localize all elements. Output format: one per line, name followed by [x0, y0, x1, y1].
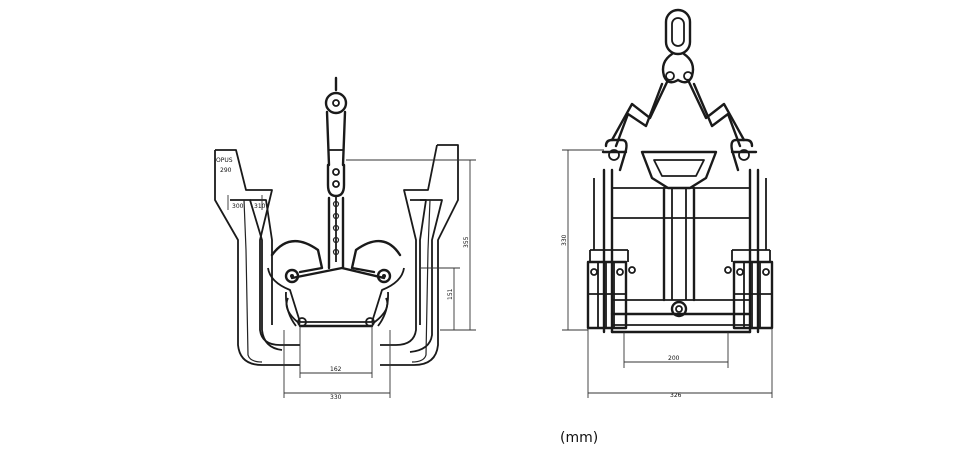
open-label-line2: 290 — [220, 167, 232, 174]
dim-inner-left: 162 — [330, 366, 342, 373]
dim-side-left: 151 — [447, 288, 454, 300]
left-jaw-assembly — [267, 240, 405, 328]
left-chain-link — [326, 163, 346, 270]
unit-label: (mm) — [560, 430, 598, 446]
right-frame-body — [593, 168, 767, 334]
right-master-link — [661, 8, 695, 84]
right-right-pad — [724, 249, 774, 330]
dim-inner-right: 200 — [668, 355, 680, 362]
dim-left-b: 310 — [254, 203, 266, 210]
right-arm-outlines — [380, 144, 459, 366]
right-shackles — [601, 138, 758, 172]
left-lifting-lug — [324, 76, 348, 167]
dim-height-left: 355 — [463, 236, 470, 248]
left-dimension-lines — [227, 159, 476, 398]
dim-bottom-right: 326 — [670, 392, 682, 399]
right-dimension-lines — [562, 149, 773, 398]
dim-left-a: 300 — [232, 203, 244, 210]
right-center-handle — [640, 150, 718, 318]
left-view-clamp: OPUS 290 300 310 355 151 162 330 — [214, 76, 476, 401]
right-view-front: 330 200 326 — [561, 8, 774, 399]
open-label-line1: OPUS — [216, 157, 233, 164]
dim-height-right: 330 — [561, 234, 568, 246]
dim-bottom-left: 330 — [330, 394, 342, 401]
left-arm-outlines — [214, 149, 300, 366]
right-left-pad — [586, 249, 636, 330]
right-chains — [610, 78, 746, 148]
